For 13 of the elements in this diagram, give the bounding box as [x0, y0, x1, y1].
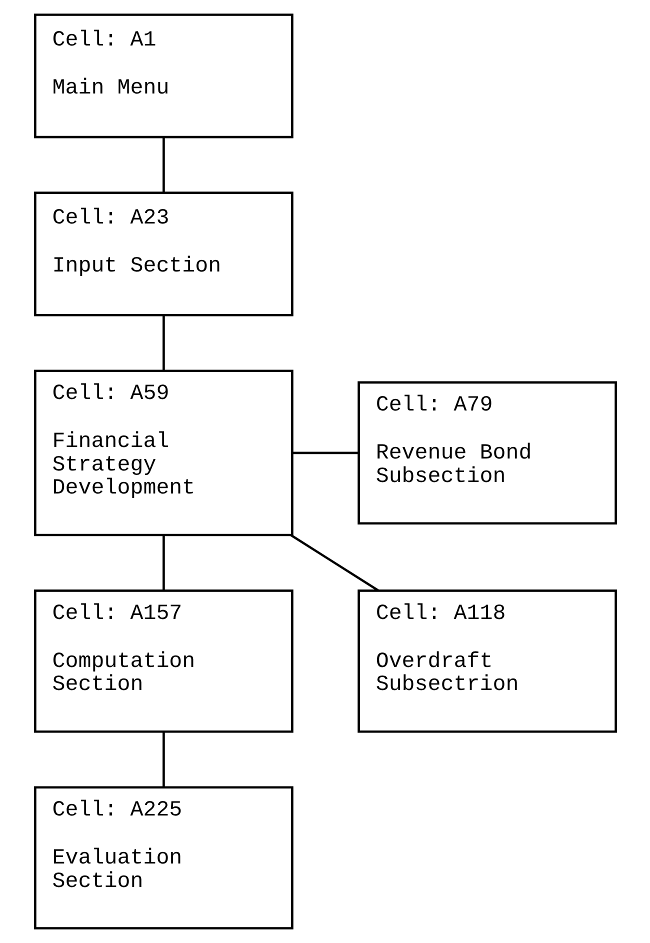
- node-box: Cell: A23 Input Section: [34, 192, 293, 316]
- node-box: Cell: A79 Revenue Bond Subsection: [357, 381, 616, 525]
- node-box: Cell: A59 Financial Strategy Development: [34, 370, 293, 536]
- node-box: Cell: A118 Overdraft Subsectrion: [357, 590, 616, 733]
- node-box: Cell: A157 Computation Section: [34, 590, 293, 733]
- node-box: Cell: A1 Main Menu: [34, 14, 293, 138]
- connector: [162, 137, 164, 192]
- connector: [290, 534, 378, 592]
- node-box: Cell: A225 Evaluation Section: [34, 786, 293, 930]
- connector: [162, 732, 164, 787]
- connector: [162, 536, 164, 590]
- connector: [292, 452, 358, 454]
- connector: [162, 315, 164, 370]
